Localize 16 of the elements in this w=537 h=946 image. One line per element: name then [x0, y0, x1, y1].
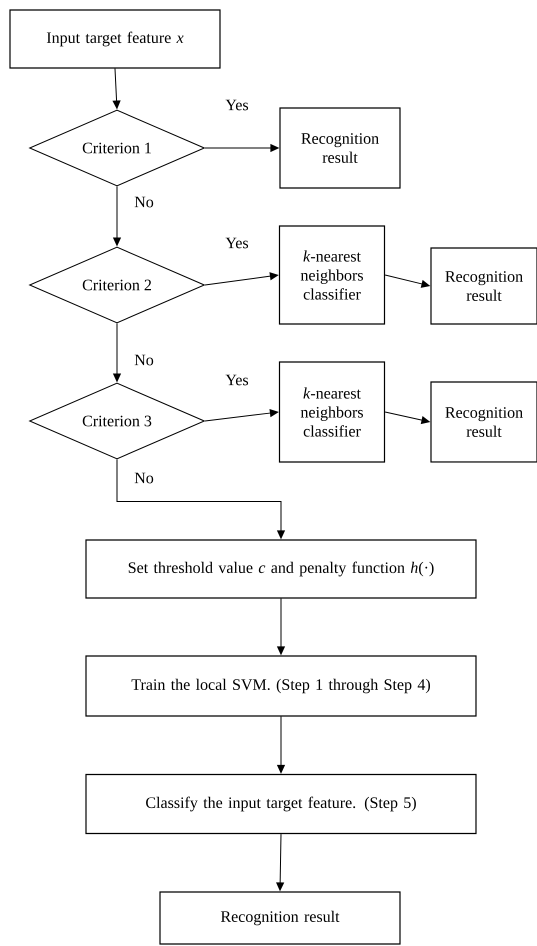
edge-label: No: [133, 196, 155, 208]
process-box: Train the local SVM. (Step 1 through Step 4): [85, 655, 477, 717]
process-box: Recognition result: [159, 891, 401, 945]
process-box: k-nearest neighbors classifier: [278, 361, 386, 463]
edge-label: No: [133, 472, 155, 484]
process-box: k-nearest neighbors classifier: [278, 225, 386, 325]
process-box: Recognition result: [430, 381, 537, 463]
edge-label: No: [133, 354, 155, 366]
process-box: Classify the input target feature. (Step 5): [85, 774, 477, 834]
edge-label: Yes: [224, 374, 250, 386]
process-box: Recognition result: [430, 247, 537, 325]
process-box: Set threshold value c and penalty function h(·): [85, 539, 477, 599]
edge-label: Yes: [224, 236, 250, 250]
process-box: Input target feature x: [9, 9, 221, 69]
process-box: Recognition result: [279, 107, 401, 189]
edge-label: Yes: [224, 98, 250, 112]
